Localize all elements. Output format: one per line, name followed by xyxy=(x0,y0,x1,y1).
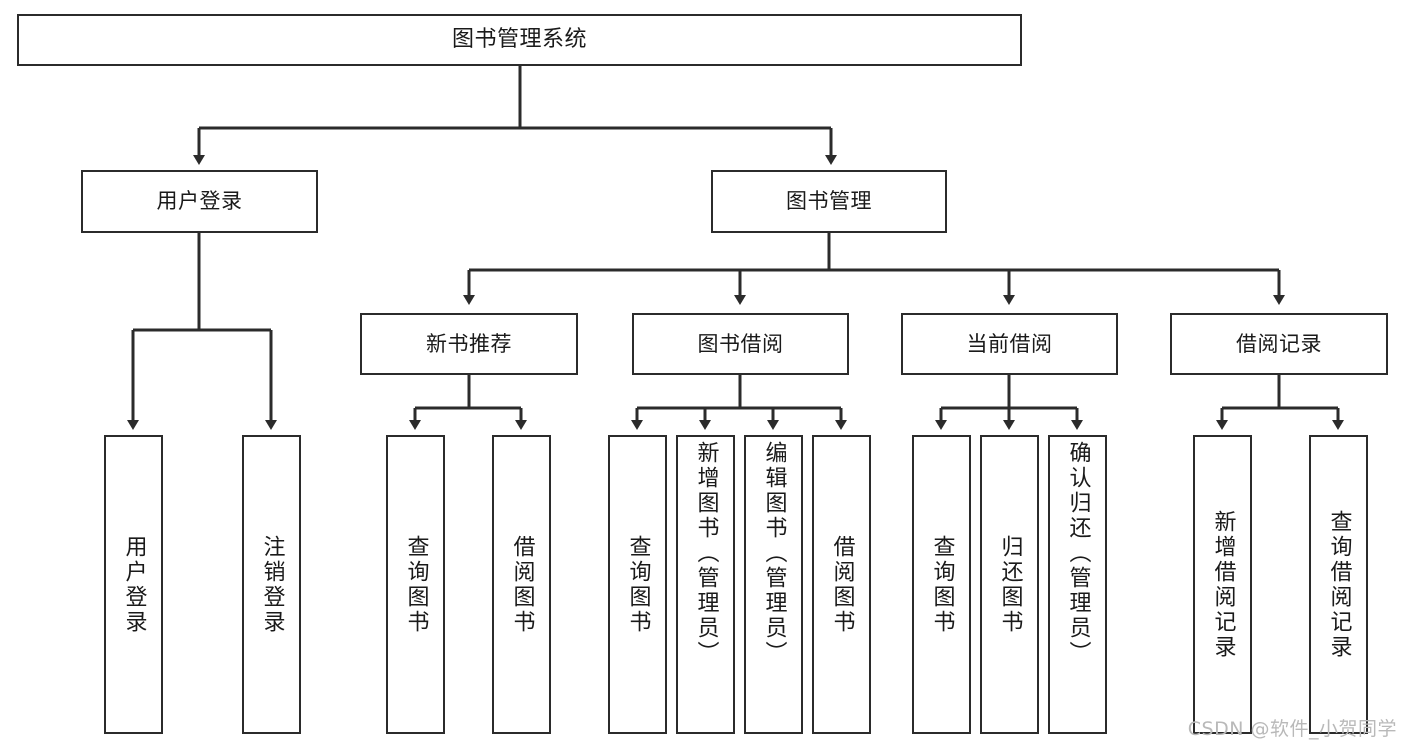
node-label: 归还图书 xyxy=(997,534,1023,635)
node-label: 注销登录 xyxy=(259,534,285,635)
leaf-query-borrow-record[interactable]: 查询借阅记录 xyxy=(1309,435,1368,734)
node-label: 新增图书（管理员） xyxy=(693,441,719,666)
node-label: 借阅图书 xyxy=(829,534,855,635)
node-label: 用户登录 xyxy=(156,189,243,214)
node-label: 查询借阅记录 xyxy=(1326,509,1352,660)
leaf-borrow-book[interactable]: 借阅图书 xyxy=(812,435,871,734)
node-book-management-system[interactable]: 图书管理系统 xyxy=(17,14,1022,66)
node-label: 查询图书 xyxy=(625,534,651,635)
leaf-borrow-book-recommend[interactable]: 借阅图书 xyxy=(492,435,551,734)
leaf-add-borrow-record[interactable]: 新增借阅记录 xyxy=(1193,435,1252,734)
node-label: 图书管理 xyxy=(786,189,872,214)
node-label: 查询图书 xyxy=(403,534,429,635)
node-book-management[interactable]: 图书管理 xyxy=(711,170,947,233)
node-label: 用户登录 xyxy=(121,534,147,635)
node-new-book-recommend[interactable]: 新书推荐 xyxy=(360,313,578,375)
leaf-logout[interactable]: 注销登录 xyxy=(242,435,301,734)
node-label: 当前借阅 xyxy=(966,331,1053,356)
leaf-edit-book-admin[interactable]: 编辑图书（管理员） xyxy=(744,435,803,734)
leaf-confirm-return-admin[interactable]: 确认归还（管理员） xyxy=(1048,435,1107,734)
node-label: 新书推荐 xyxy=(426,331,512,356)
node-label: 借阅图书 xyxy=(509,534,535,635)
node-label: 图书管理系统 xyxy=(451,27,587,53)
leaf-query-book-recommend[interactable]: 查询图书 xyxy=(386,435,445,734)
node-label: 编辑图书（管理员） xyxy=(761,441,787,666)
leaf-user-login[interactable]: 用户登录 xyxy=(104,435,163,734)
csdn-watermark: CSDN @软件_小贺同学 xyxy=(1187,718,1397,740)
node-current-borrow[interactable]: 当前借阅 xyxy=(901,313,1118,375)
node-label: 图书借阅 xyxy=(697,331,784,356)
node-label: 借阅记录 xyxy=(1236,331,1322,356)
leaf-add-book-admin[interactable]: 新增图书（管理员） xyxy=(676,435,735,734)
node-user-login[interactable]: 用户登录 xyxy=(81,170,318,233)
leaf-return-book[interactable]: 归还图书 xyxy=(980,435,1039,734)
node-label: 确认归还（管理员） xyxy=(1065,441,1091,666)
node-borrow-record[interactable]: 借阅记录 xyxy=(1170,313,1388,375)
node-label: 查询图书 xyxy=(929,534,955,635)
node-book-borrow[interactable]: 图书借阅 xyxy=(632,313,849,375)
leaf-query-book-current[interactable]: 查询图书 xyxy=(912,435,971,734)
node-label: 新增借阅记录 xyxy=(1210,509,1236,660)
leaf-query-book-borrow[interactable]: 查询图书 xyxy=(608,435,667,734)
